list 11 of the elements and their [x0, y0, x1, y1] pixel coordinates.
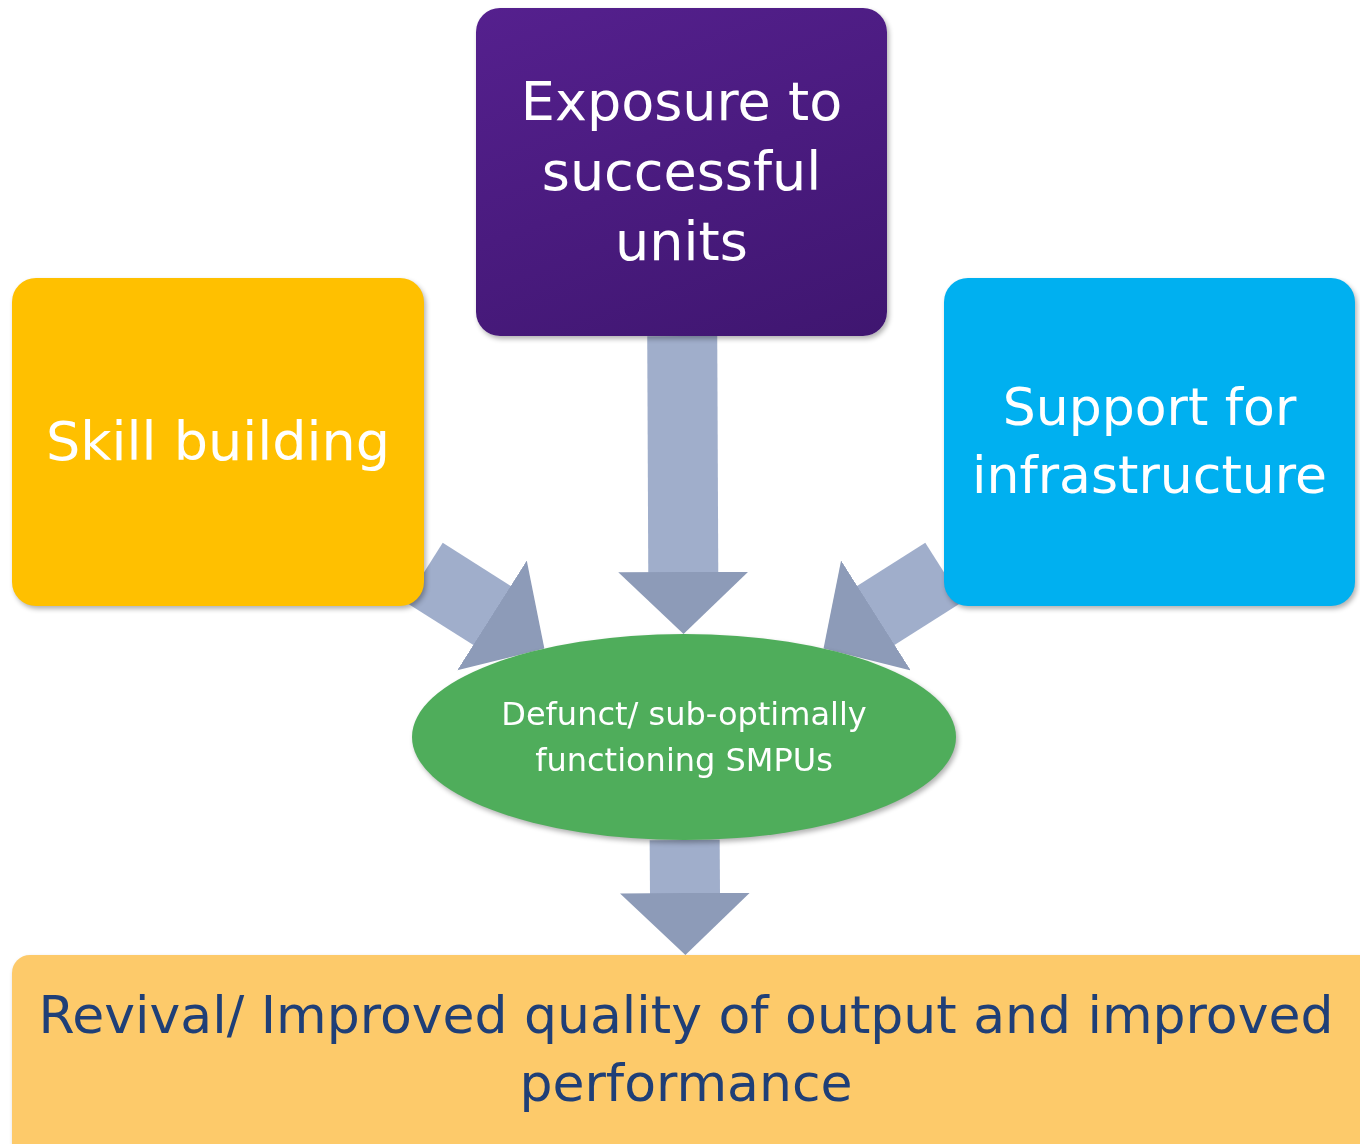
block-arrow	[620, 839, 750, 956]
node-label: Support for infrastructure	[971, 376, 1328, 507]
process-box	[12, 278, 424, 606]
process-box	[944, 278, 1355, 606]
process-box	[476, 8, 887, 336]
node-label: Defunct/ sub-optimally functioning SMPUs	[500, 693, 868, 781]
outcome-band	[12, 955, 1360, 1144]
block-arrow	[618, 335, 749, 635]
node-label: Revival/ Improved quality of output and improved performance	[37, 983, 1335, 1115]
node-label: Exposure to successful units	[519, 68, 844, 276]
node-label: Skill building	[46, 408, 390, 475]
